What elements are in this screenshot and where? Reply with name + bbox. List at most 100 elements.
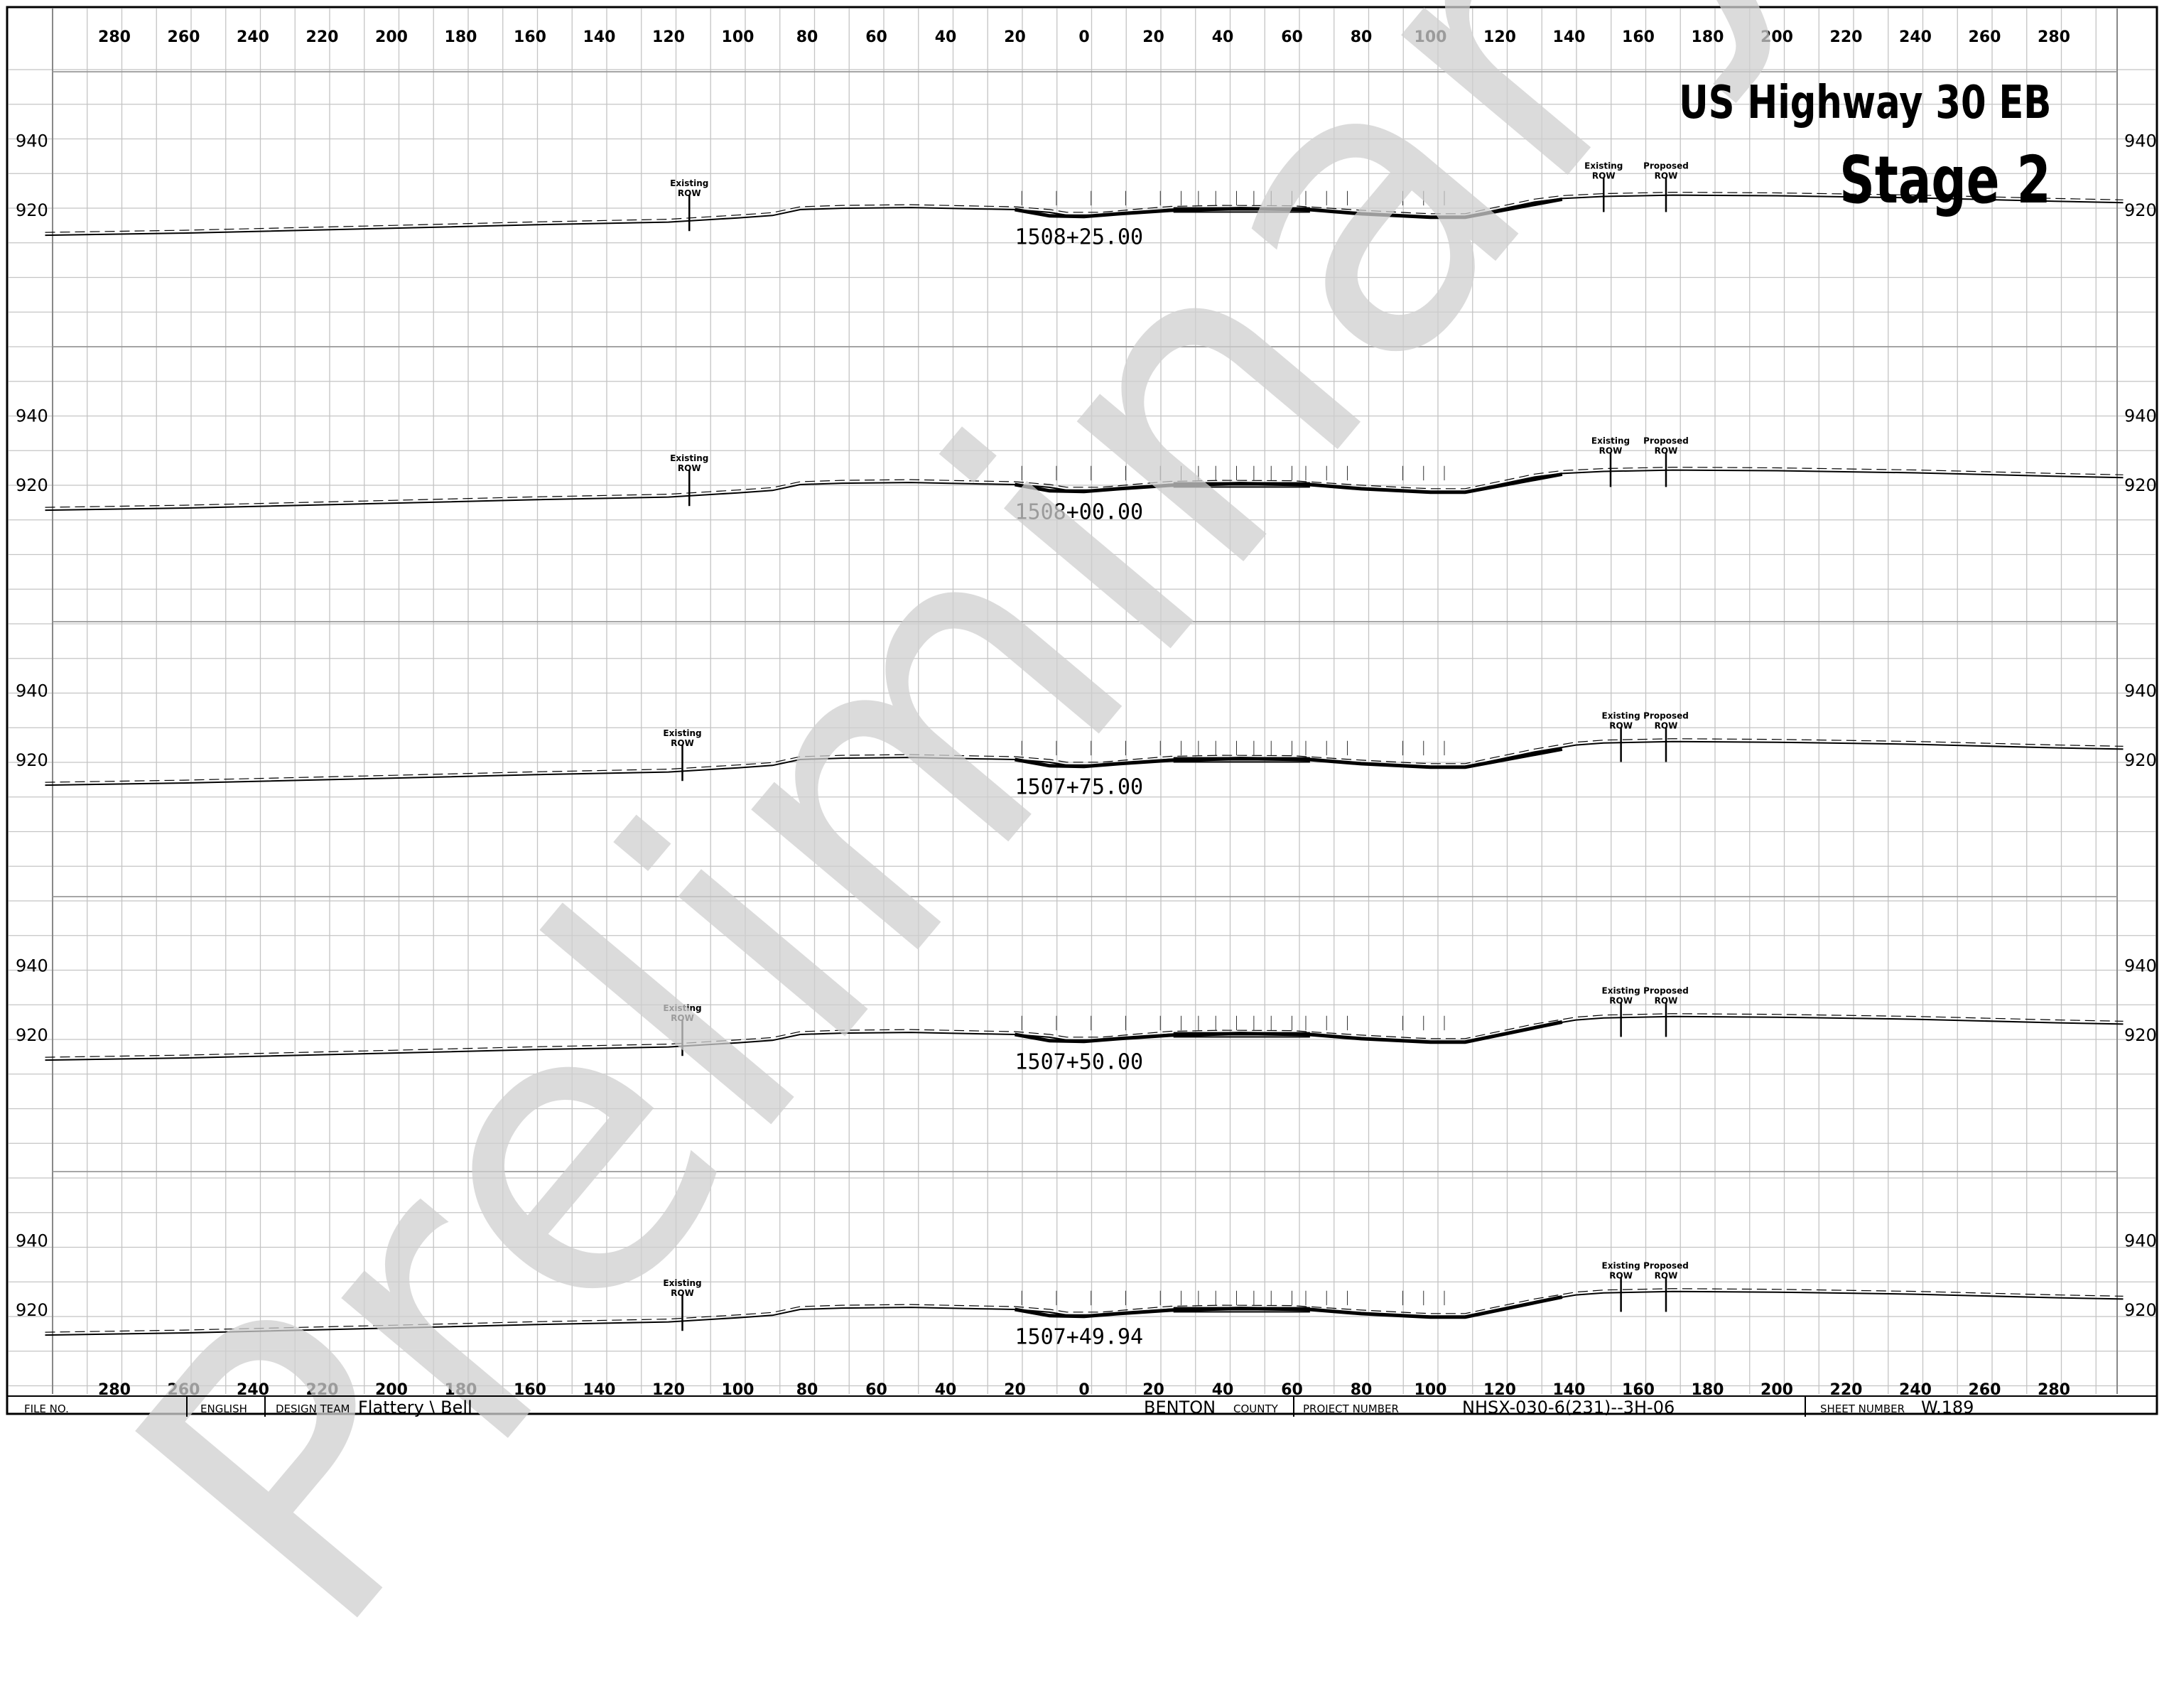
sheet-number-value: W.189 — [1921, 1398, 1974, 1417]
sheet-subtitle: Stage 2 — [1839, 142, 2051, 218]
existing-row-label-left: Existing — [670, 453, 708, 463]
existing-row-label-left: ROW — [671, 738, 694, 748]
offset-tick-label: 160 — [1622, 28, 1655, 46]
offset-tick-label: 140 — [583, 28, 616, 46]
existing-row-label-right: Existing — [1584, 161, 1623, 171]
offset-tick-label: 240 — [237, 28, 269, 46]
offset-tick-label: 0 — [1078, 28, 1089, 46]
offset-tick-label: 80 — [796, 28, 818, 46]
existing-row-label-right: Existing — [1591, 436, 1630, 446]
elevation-label-right: 920 — [2124, 1025, 2157, 1045]
offset-tick-label: 40 — [935, 28, 957, 46]
station-label: 1508+00.00 — [1015, 500, 1144, 525]
offset-tick-label: 40 — [1212, 28, 1234, 46]
offset-tick-label: 80 — [1351, 28, 1373, 46]
project-number-cell: PROJECT NUMBER NHSX-030-6(231)--3H-06 — [1293, 1397, 1806, 1417]
offset-tick-label: 140 — [1553, 28, 1586, 46]
elevation-label-left: 940 — [16, 1231, 48, 1251]
offset-tick-label: 100 — [722, 28, 754, 46]
existing-row-label-left: Existing — [663, 728, 701, 738]
existing-row-label-left: Existing — [663, 1278, 701, 1288]
station-label: 1508+25.00 — [1015, 225, 1144, 250]
county-value: BENTON — [1144, 1398, 1216, 1417]
existing-row-label-right: Existing — [1602, 986, 1640, 996]
offset-tick-label: 60 — [865, 28, 887, 46]
proposed-row-label: Proposed — [1643, 986, 1689, 996]
proposed-row-label: Proposed — [1643, 161, 1689, 171]
existing-row-label-right: Existing — [1602, 1261, 1640, 1271]
project-number-value: NHSX-030-6(231)--3H-06 — [1462, 1398, 1675, 1417]
elevation-label-right: 940 — [2124, 681, 2157, 701]
offset-tick-label: 180 — [1692, 28, 1724, 46]
elevation-label-right: 940 — [2124, 956, 2157, 976]
elevation-label-left: 920 — [16, 1025, 48, 1045]
existing-row-label-right: ROW — [1599, 446, 1623, 456]
proposed-row-label: ROW — [1655, 171, 1678, 181]
elevation-label-left: 920 — [16, 475, 48, 495]
grid — [9, 9, 2156, 1394]
existing-row-label-left: Existing — [670, 178, 708, 188]
proposed-row-label: ROW — [1655, 996, 1678, 1006]
offset-tick-label: 180 — [445, 28, 477, 46]
elevation-label-right: 920 — [2124, 200, 2157, 220]
offset-tick-label: 280 — [2038, 28, 2070, 46]
proposed-row-label: ROW — [1655, 1271, 1678, 1281]
existing-ground-dashed-line — [45, 466, 2124, 508]
elevation-label-right: 920 — [2124, 1300, 2157, 1320]
offset-tick-label: 60 — [1281, 28, 1303, 46]
elevation-label-left: 920 — [16, 750, 48, 770]
offset-tick-label: 160 — [514, 28, 546, 46]
existing-row-label-left: ROW — [678, 188, 701, 198]
existing-row-label-right: ROW — [1609, 1271, 1633, 1281]
offset-tick-label: 200 — [1760, 28, 1793, 46]
existing-row-label-right: ROW — [1609, 996, 1633, 1006]
existing-row-label-left: ROW — [678, 463, 701, 473]
units-label: ENGLISH — [200, 1402, 247, 1415]
existing-ground-dashed-line — [45, 738, 2124, 783]
offset-tick-label: 200 — [375, 28, 408, 46]
offset-tick-label: 220 — [1830, 28, 1863, 46]
existing-row-label-left: ROW — [671, 1288, 694, 1298]
design-team-cell: DESIGN TEAM Flattery \ Bell BENTON COUNT… — [264, 1397, 1279, 1417]
station-label: 1507+75.00 — [1015, 775, 1144, 800]
elevation-label-right: 920 — [2124, 750, 2157, 770]
offset-tick-label: 280 — [98, 28, 131, 46]
offset-tick-label: 0 — [1078, 1381, 1089, 1399]
offset-tick-label: 120 — [652, 28, 685, 46]
project-number-label: PROJECT NUMBER — [1303, 1402, 1399, 1415]
proposed-row-label: Proposed — [1643, 1261, 1689, 1271]
units-cell: ENGLISH — [186, 1397, 264, 1417]
sheet-number-cell: SHEET NUMBER W.189 — [1805, 1397, 2158, 1417]
sheet-number-label: SHEET NUMBER — [1820, 1402, 1905, 1415]
elevation-label-right: 940 — [2124, 1231, 2157, 1251]
elevation-label-left: 940 — [16, 956, 48, 976]
proposed-row-label: Proposed — [1643, 711, 1689, 721]
elevation-label-left: 920 — [16, 1300, 48, 1320]
file-no-label: FILE NO. — [24, 1402, 69, 1415]
proposed-row-label: Proposed — [1643, 436, 1689, 446]
elevation-label-left: 940 — [16, 681, 48, 701]
offset-tick-label: 220 — [306, 28, 339, 46]
elevation-label-left: 920 — [16, 200, 48, 220]
existing-row-label-left: Existing — [663, 1003, 701, 1013]
sheet-border — [6, 6, 2158, 1415]
design-team-value: Flattery \ Bell — [358, 1398, 472, 1417]
existing-ground-dashed-line — [45, 191, 2124, 233]
existing-ground-dashed-line — [45, 1288, 2124, 1333]
offset-tick-label: 260 — [168, 28, 200, 46]
existing-row-label-right: Existing — [1602, 711, 1640, 721]
offset-tick-label: 20 — [1004, 28, 1026, 46]
proposed-row-label: ROW — [1655, 446, 1678, 456]
design-team-label: DESIGN TEAM — [276, 1402, 350, 1415]
offset-tick-label: 120 — [1483, 28, 1516, 46]
elevation-label-right: 940 — [2124, 131, 2157, 151]
existing-row-label-right: ROW — [1592, 171, 1616, 181]
elevation-label-right: 940 — [2124, 406, 2157, 426]
proposed-row-label: ROW — [1655, 721, 1678, 731]
